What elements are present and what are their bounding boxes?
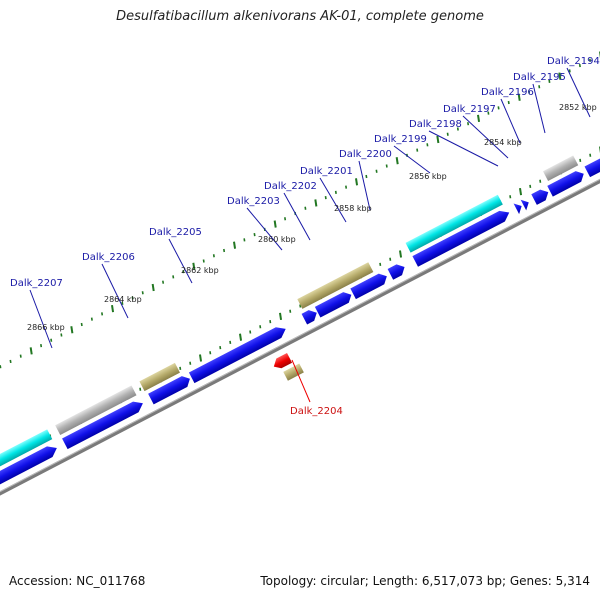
- gene-feature[interactable]: [0, 443, 60, 489]
- accession-text: Accession: NC_011768: [9, 574, 146, 588]
- kbp-label: 2862 kbp: [181, 266, 219, 275]
- tick-mark: [558, 72, 562, 80]
- genome-backbone: [0, 142, 600, 516]
- gene-feature[interactable]: [139, 362, 180, 392]
- gene-label-dalk-2200[interactable]: Dalk_2200: [339, 149, 392, 160]
- tick-mark: [111, 304, 115, 313]
- tick-mark: [279, 312, 283, 321]
- gene-label-dalk-2195[interactable]: Dalk_2195: [513, 72, 566, 83]
- label-leader-line: [358, 160, 371, 211]
- tick-mark: [314, 199, 318, 207]
- gene-feature[interactable]: [0, 429, 53, 475]
- gene-feature[interactable]: [297, 262, 374, 309]
- gene-label-dalk-2198[interactable]: Dalk_2198: [409, 119, 462, 130]
- label-leader-line: [500, 98, 521, 144]
- label-leaders: [29, 67, 591, 403]
- gene-feature[interactable]: [283, 363, 304, 381]
- gene-feature[interactable]: [584, 148, 600, 178]
- label-leader-line: [428, 130, 499, 167]
- gene-feature[interactable]: [387, 262, 408, 280]
- gene-label-dalk-2194[interactable]: Dalk_2194: [547, 56, 600, 67]
- gene-feature[interactable]: [301, 307, 320, 325]
- label-leader-line: [283, 192, 311, 241]
- genome-summary-text: Topology: circular; Length: 6,517,073 bp…: [260, 574, 590, 588]
- tick-mark: [199, 354, 203, 362]
- gene-feature[interactable]: [314, 289, 354, 318]
- gene-feature[interactable]: [350, 271, 389, 300]
- kbp-label: 2866 kbp: [27, 323, 65, 332]
- gene-feature[interactable]: [412, 207, 512, 267]
- gene-label-dalk-2206[interactable]: Dalk_2206: [82, 252, 135, 263]
- kbp-label: 2858 kbp: [334, 204, 372, 213]
- kbp-label: 2860 kbp: [258, 235, 296, 244]
- gene-feature[interactable]: [520, 197, 532, 211]
- tick-mark: [395, 157, 399, 165]
- gene-feature[interactable]: [543, 155, 579, 182]
- kbp-label: 2852 kbp: [559, 103, 597, 112]
- tick-mark: [519, 187, 523, 196]
- gene-feature[interactable]: [547, 168, 586, 197]
- tick-mark: [192, 262, 196, 270]
- label-leader-line: [532, 83, 546, 134]
- tick-mark: [477, 114, 481, 123]
- tick-mark: [436, 135, 440, 144]
- genome-backbone-highlight: [0, 142, 600, 514]
- tick-mark: [273, 220, 277, 228]
- kbp-labels: 2852 kbp 2854 kbp 2856 kbp 2858 kbp 2860 kbp…: [27, 103, 597, 332]
- label-leader-line: [566, 67, 591, 118]
- label-leader-line: [246, 207, 283, 251]
- tick-mark: [151, 283, 155, 292]
- gene-label-dalk-2207[interactable]: Dalk_2207: [10, 278, 63, 289]
- gene-feature[interactable]: [55, 385, 137, 435]
- label-leader-line: [168, 238, 193, 284]
- kbp-label: 2856 kbp: [409, 172, 447, 181]
- gene-labels: Dalk_2194Dalk_2195Dalk_2196Dalk_2197Dalk…: [10, 56, 600, 417]
- gene-feature[interactable]: [513, 201, 525, 215]
- gene-label-dalk-2197[interactable]: Dalk_2197: [443, 104, 496, 115]
- gene-label-dalk-2196[interactable]: Dalk_2196: [481, 87, 534, 98]
- label-leader-line: [291, 359, 311, 403]
- label-leader-line: [462, 115, 509, 159]
- tick-mark: [29, 347, 33, 355]
- gene-feature[interactable]: [188, 324, 289, 384]
- gene-label-dalk-2205[interactable]: Dalk_2205: [149, 227, 202, 238]
- gene-feature[interactable]: [62, 398, 146, 450]
- tick-mark: [70, 326, 74, 334]
- tick-mark: [517, 93, 521, 101]
- gene-label-dalk-2203[interactable]: Dalk_2203: [227, 196, 280, 207]
- kbp-label: 2864 kbp: [104, 295, 142, 304]
- tick-mark: [233, 241, 237, 249]
- label-leader-line: [29, 289, 53, 349]
- gene-label-dalk-2201[interactable]: Dalk_2201: [300, 166, 353, 177]
- gene-label-dalk-2199[interactable]: Dalk_2199: [374, 134, 427, 145]
- tick-mark: [355, 178, 359, 186]
- label-leader-line: [101, 263, 129, 319]
- gene-feature[interactable]: [531, 187, 551, 205]
- tick-mark: [399, 250, 403, 258]
- map-title: Desulfatibacillum alkenivorans AK-01, co…: [116, 9, 484, 24]
- tick-mark: [239, 333, 243, 341]
- gene-label-dalk-2202[interactable]: Dalk_2202: [264, 181, 317, 192]
- kbp-label: 2854 kbp: [484, 138, 522, 147]
- gene-label-dalk-2204[interactable]: Dalk_2204: [290, 406, 343, 417]
- gene-feature-dalk-2204[interactable]: [271, 352, 293, 371]
- label-leader-line: [319, 177, 347, 223]
- label-leader-line: [393, 145, 431, 174]
- gene-feature[interactable]: [405, 194, 503, 253]
- gene-feature[interactable]: [148, 373, 193, 405]
